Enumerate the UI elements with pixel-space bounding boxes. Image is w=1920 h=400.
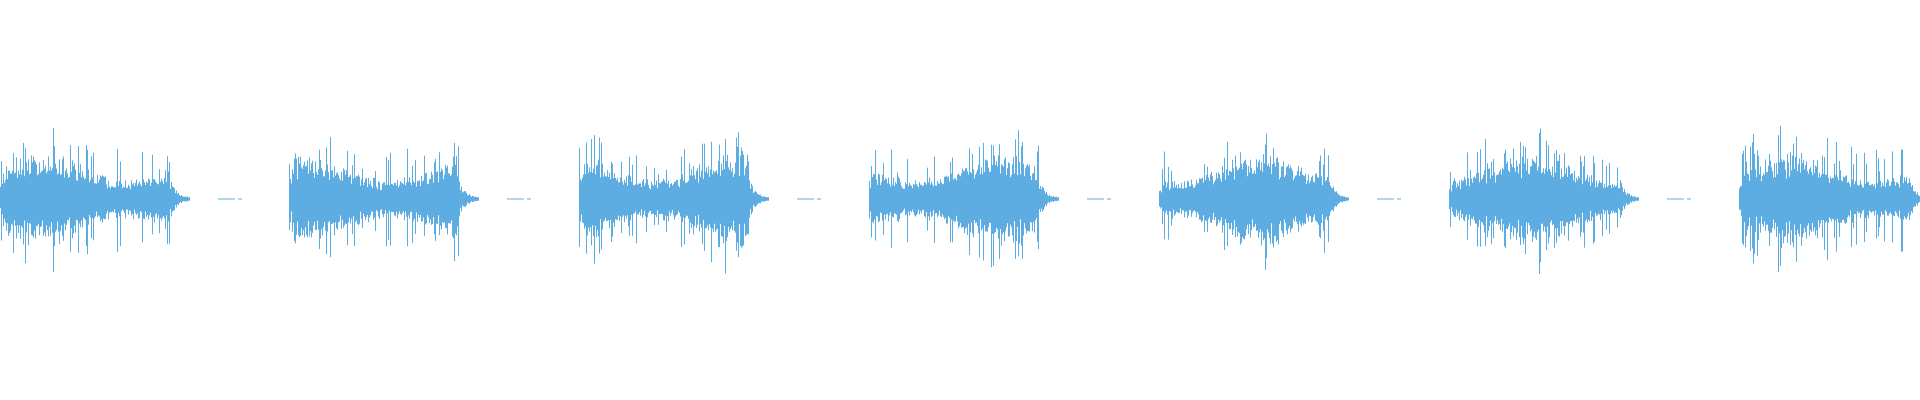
waveform-burst-bars [0, 127, 190, 273]
waveform-burst [289, 137, 479, 262]
waveform-burst [1449, 128, 1639, 274]
waveform-burst [579, 132, 769, 274]
waveform-burst-bars [579, 132, 769, 274]
waveform-burst [0, 127, 190, 273]
waveform-burst [1159, 133, 1349, 270]
waveform-burst-bars [869, 130, 1059, 268]
waveform-burst [869, 130, 1059, 268]
waveform-burst [1739, 125, 1920, 273]
waveform-burst-bars [1449, 128, 1639, 274]
waveform-burst-bars [1739, 125, 1920, 273]
waveform-burst-bars [1159, 133, 1349, 270]
waveform-burst-bars [289, 137, 479, 262]
